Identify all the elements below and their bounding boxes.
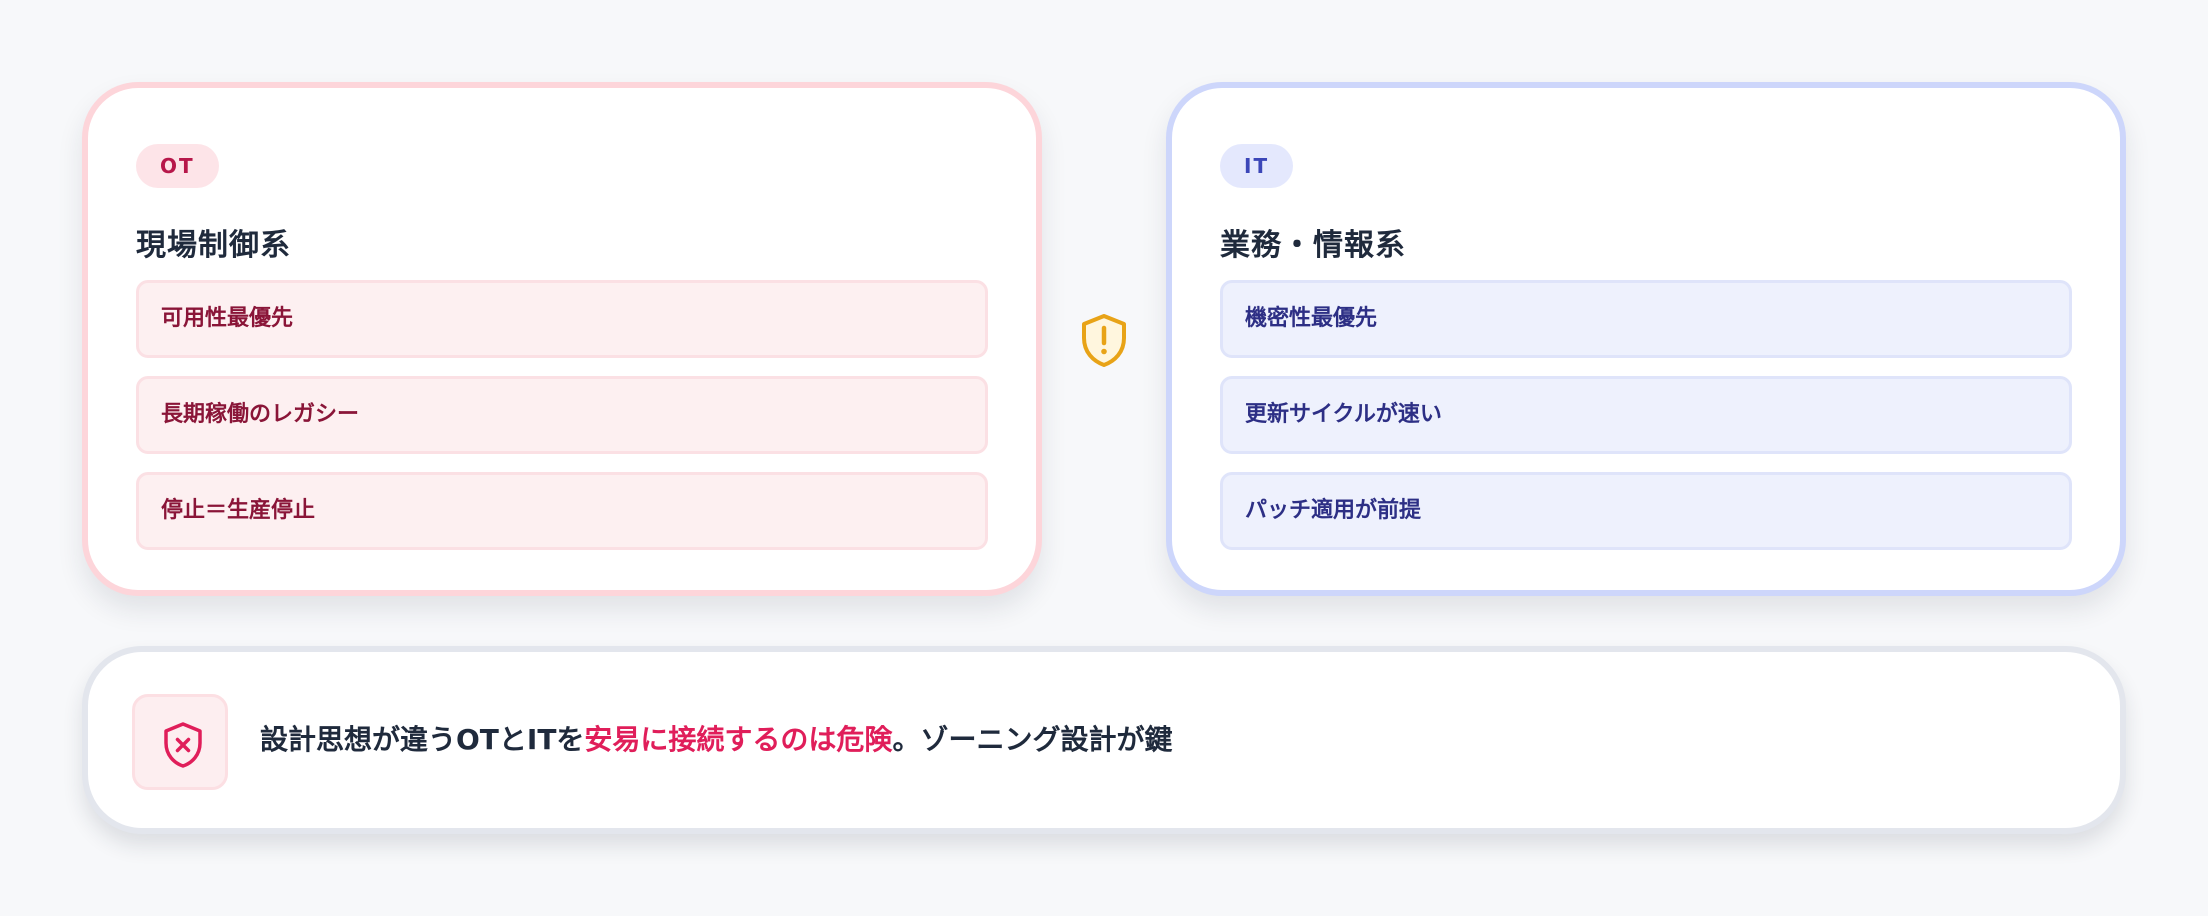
ot-item-availability: 可用性最優先 (136, 280, 988, 358)
it-badge: IT (1220, 144, 1294, 188)
note-text-highlight: 安易に接続するのは危険 (584, 723, 893, 756)
it-title: 業務・情報系 (1220, 228, 1406, 263)
ot-badge: OT (136, 144, 219, 188)
shield-alert-icon (1082, 314, 1126, 367)
note-icon-box (132, 694, 228, 790)
ot-items: 可用性最優先 長期稼働のレガシー 停止＝生産停止 (136, 280, 988, 568)
ot-title: 現場制御系 (136, 228, 291, 263)
it-item-confidentiality: 機密性最優先 (1220, 280, 2072, 358)
shield-x-icon (164, 722, 202, 768)
ot-item-stoppage: 停止＝生産停止 (136, 472, 988, 550)
ot-panel: OT 現場制御系 可用性最優先 長期稼働のレガシー 停止＝生産停止 (82, 82, 1042, 596)
it-panel: IT 業務・情報系 機密性最優先 更新サイクルが速い パッチ適用が前提 (1166, 82, 2126, 596)
it-item-update-cycle: 更新サイクルが速い (1220, 376, 2072, 454)
warning-note: 設計思想が違うOTとITを安易に接続するのは危険。ゾーニング設計が鍵 (82, 646, 2126, 834)
it-items: 機密性最優先 更新サイクルが速い パッチ適用が前提 (1220, 280, 2072, 568)
note-text-before: 設計思想が違うOTとITを (260, 723, 585, 756)
it-item-patching: パッチ適用が前提 (1220, 472, 2072, 550)
note-text-after: 。ゾーニング設計が鍵 (892, 723, 1173, 756)
ot-item-legacy: 長期稼働のレガシー (136, 376, 988, 454)
note-text: 設計思想が違うOTとITを安易に接続するのは危険。ゾーニング設計が鍵 (260, 720, 1172, 760)
